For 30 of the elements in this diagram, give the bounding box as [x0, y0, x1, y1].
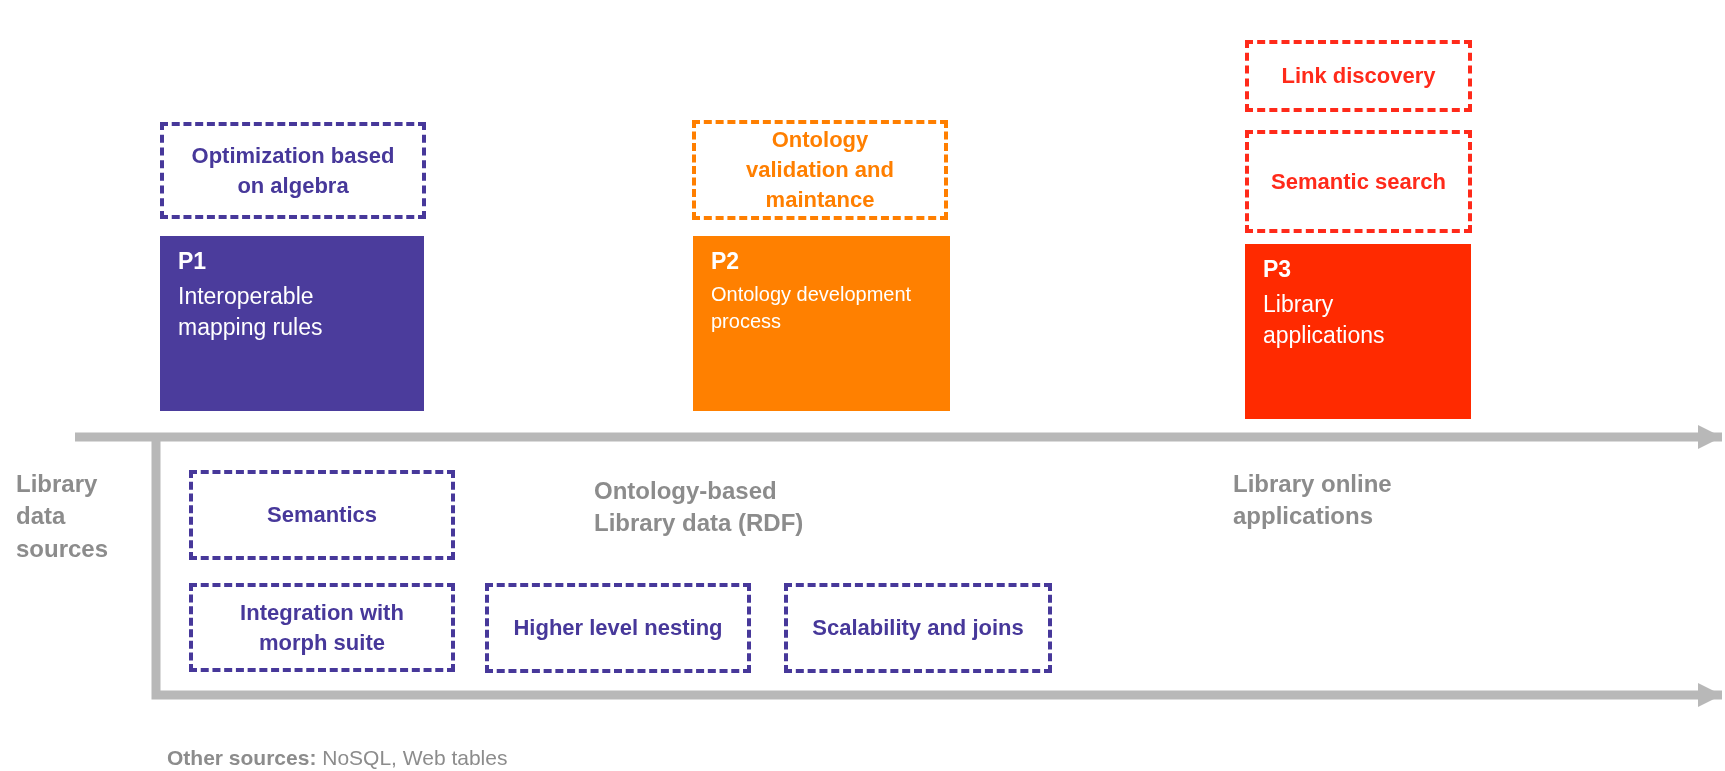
box-text: Optimization based on algebra — [190, 141, 396, 200]
box-text: Higher level nesting — [512, 614, 724, 643]
box-text: Link discovery — [1280, 62, 1437, 91]
box-text: Ontology validation and maintance — [745, 126, 895, 214]
phase-title: P2 — [711, 248, 741, 275]
stage-label: Library online applications — [1233, 469, 1393, 532]
phase-box — [1245, 244, 1471, 419]
note-text: Other sources: NoSQL, Web tables — [167, 745, 509, 771]
box-text: Scalability and joins — [811, 614, 1025, 643]
dashed-box — [189, 583, 455, 672]
source-label: Library data sources — [16, 469, 110, 564]
phase-box — [693, 236, 950, 411]
stage-label: Ontology-based Library data (RDF) — [594, 476, 805, 539]
dashed-box — [1245, 130, 1472, 233]
dashed-box — [1245, 40, 1472, 112]
dashed-box — [189, 470, 455, 560]
box-text: Semantics — [265, 501, 379, 530]
phase-box — [160, 236, 424, 411]
dashed-box — [160, 122, 426, 219]
phase-title: P3 — [1263, 256, 1293, 283]
dashed-box — [784, 583, 1052, 673]
phase-title: P1 — [178, 248, 208, 275]
box-text: Semantic search — [1270, 167, 1447, 196]
dashed-box — [485, 583, 751, 673]
phase-description: Library applications — [1263, 290, 1386, 351]
flow-arrow — [75, 425, 1722, 449]
phase-description: Ontology development process — [711, 282, 913, 334]
dashed-box — [692, 120, 948, 220]
phase-description: Interoperable mapping rules — [178, 282, 324, 343]
box-text: Integration with morph suite — [239, 598, 405, 657]
